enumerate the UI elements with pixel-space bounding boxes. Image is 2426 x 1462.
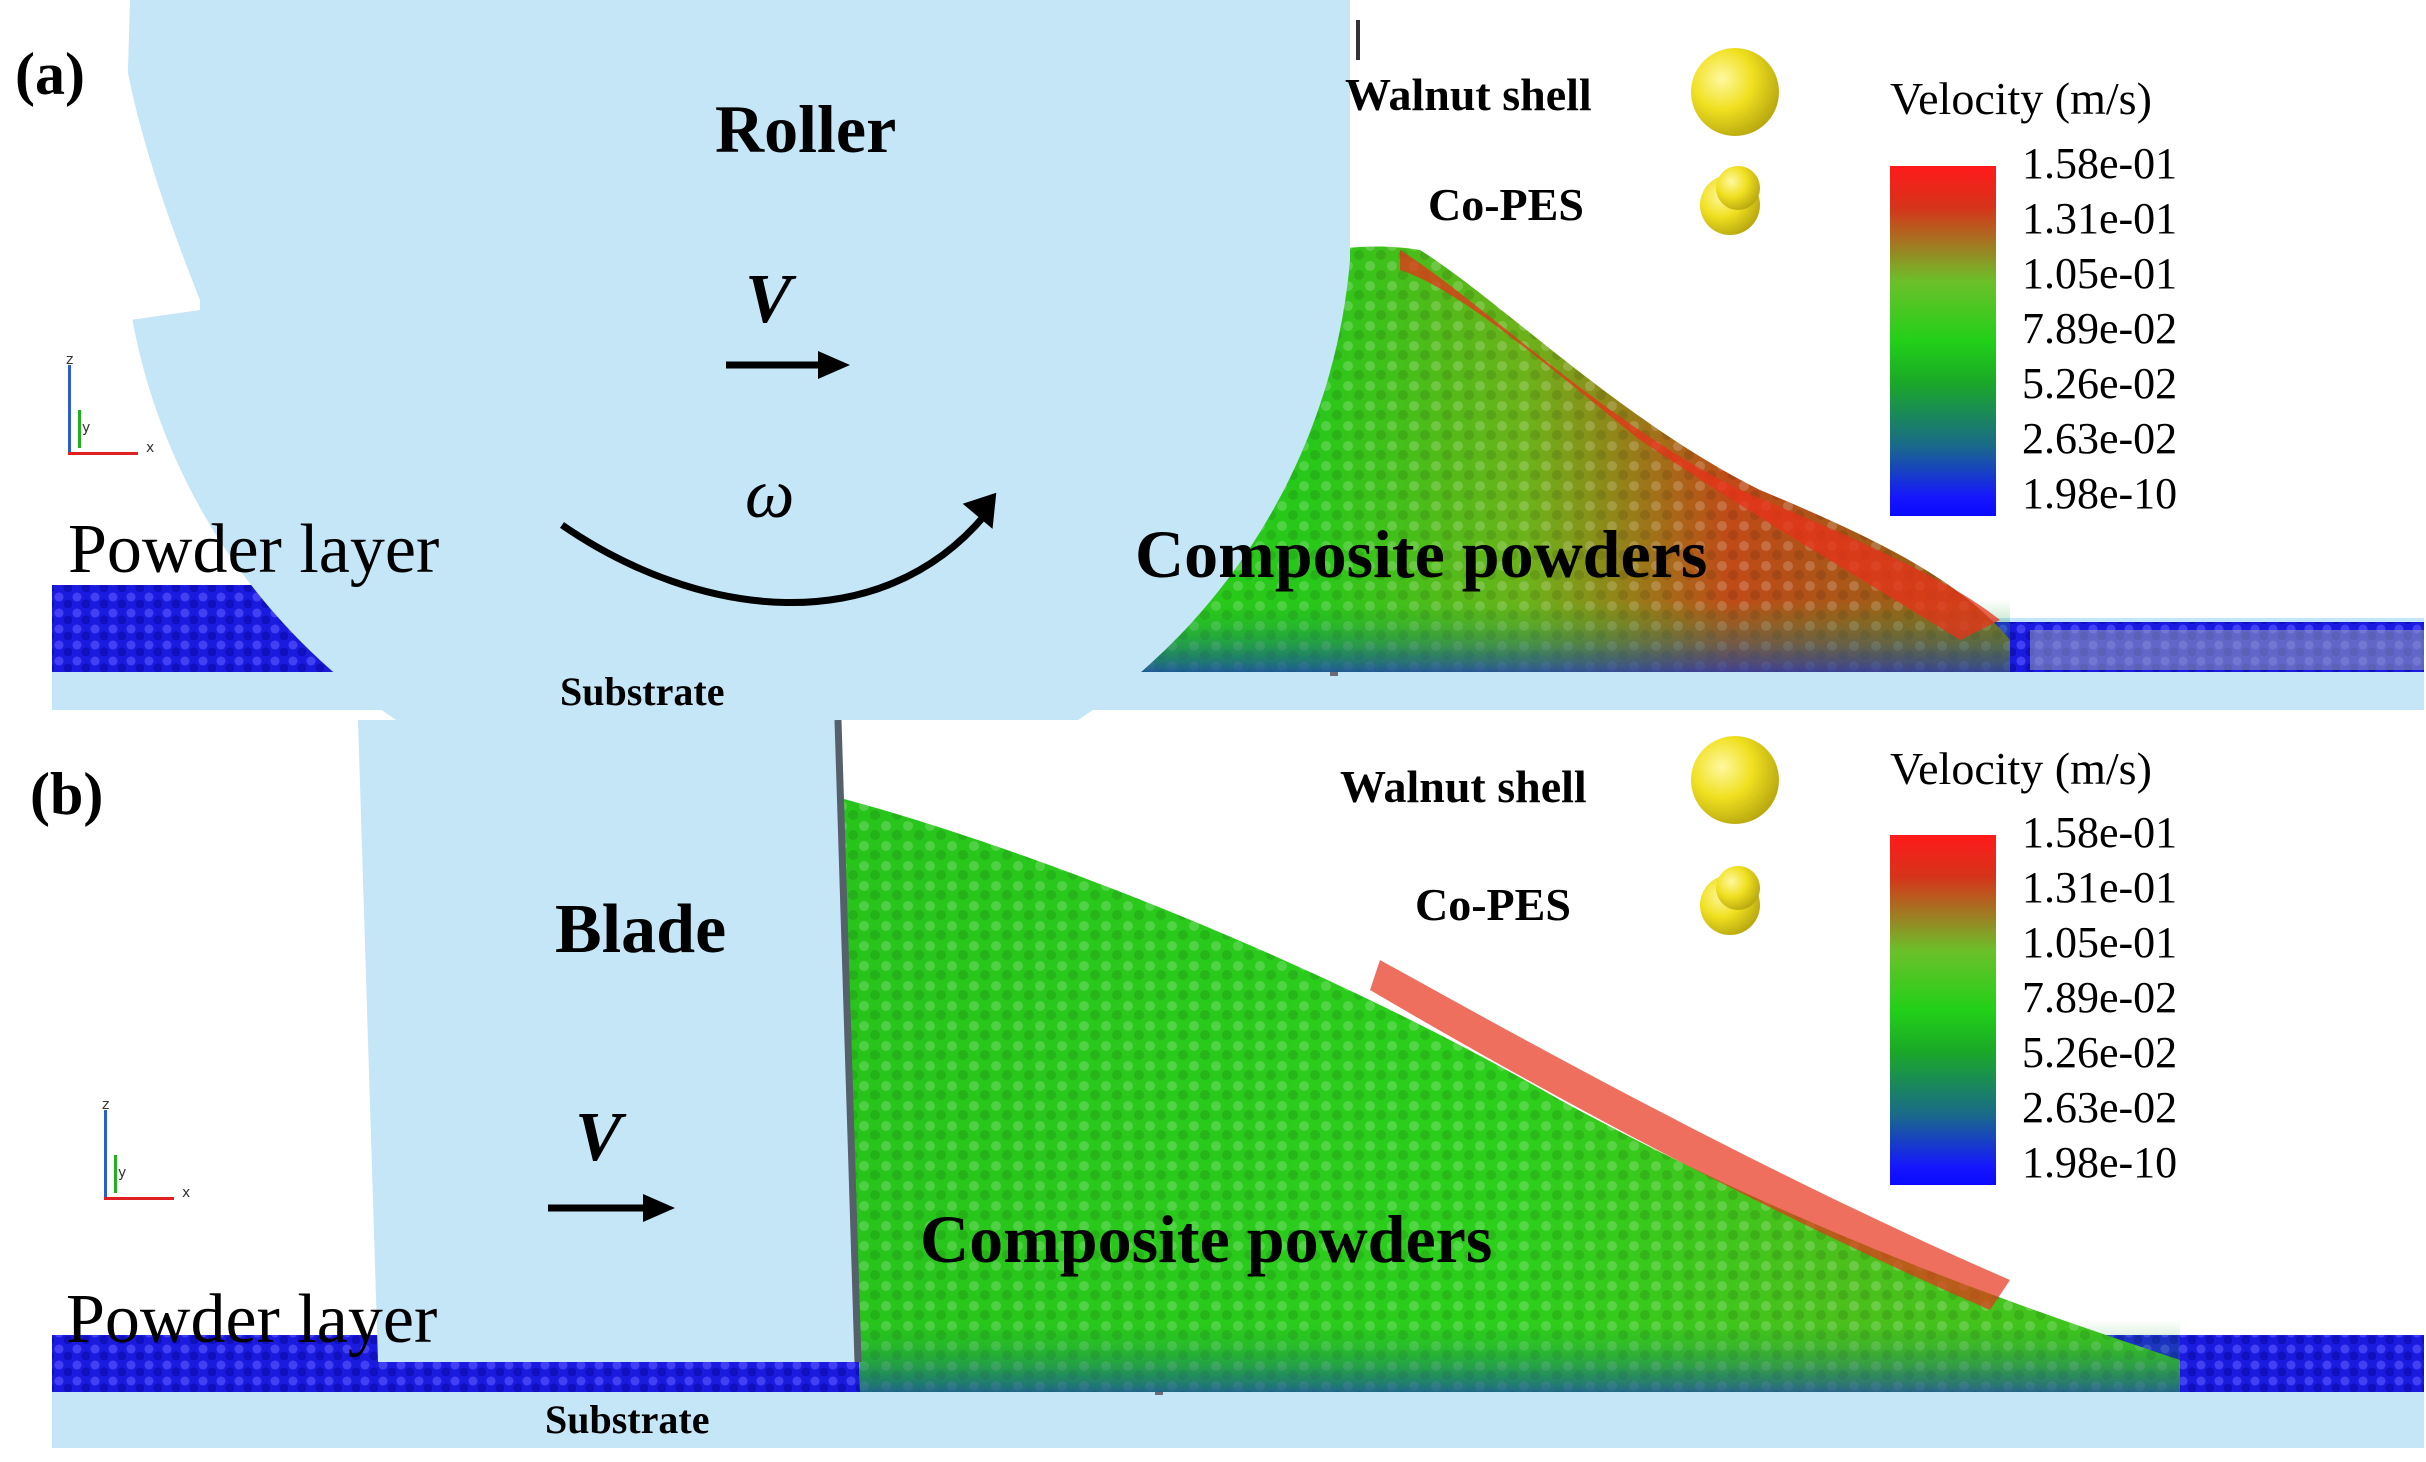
- panel-a-scene: [52, 0, 2424, 720]
- colorbar-tick-a: 2.63e-02: [2022, 414, 2178, 463]
- walnut-shell-label-a: Walnut shell: [1345, 69, 1592, 120]
- roller-label: Roller: [715, 91, 897, 167]
- x-axis-label: x: [146, 440, 155, 456]
- rotation-arrow-a: [560, 512, 988, 607]
- colorbar-title-b: Velocity (m/s): [1890, 743, 2152, 794]
- colorbar-tick-a: 1.31e-01: [2022, 194, 2178, 243]
- substrate-label-a: Substrate: [560, 669, 725, 714]
- z-axis-line: [104, 1110, 107, 1200]
- colorbar-tick-b: 2.63e-02: [2022, 1083, 2178, 1132]
- walnut-shell-sphere-icon: [1691, 736, 1779, 824]
- y-axis-line: [78, 410, 81, 448]
- colorbar-tick-b: 7.89e-02: [2022, 973, 2178, 1022]
- blade-label: Blade: [555, 891, 727, 968]
- substrate-b: [52, 1392, 2424, 1448]
- powder-layer-label-b: Powder layer: [66, 1281, 438, 1358]
- panel-a: z y x (a) Roller V ω Powder layer Compos…: [0, 0, 2426, 720]
- substrate-label-b: Substrate: [545, 1397, 710, 1442]
- velocity-symbol-b: V: [575, 1099, 622, 1176]
- z-axis-label: z: [102, 1097, 110, 1113]
- colorbar-title-a: Velocity (m/s): [1890, 73, 2152, 124]
- co-pes-label-a: Co-PES: [1428, 179, 1584, 230]
- y-axis-label: y: [82, 420, 91, 436]
- colorbar-tick-a: 1.98e-10: [2022, 469, 2178, 518]
- colorbar-tick-b: 1.31e-01: [2022, 863, 2178, 912]
- panel-label-a: (a): [15, 41, 85, 107]
- x-axis-line: [104, 1197, 174, 1200]
- colorbar-tick-a: 1.58e-01: [2022, 139, 2178, 188]
- roller: [123, 0, 1350, 720]
- walnut-shell-label-b: Walnut shell: [1340, 761, 1587, 812]
- y-axis-line: [114, 1155, 117, 1193]
- angular-velocity-symbol: ω: [745, 456, 795, 533]
- panel-b: z y x (b) Blade V Powder layer Composite…: [0, 720, 2426, 1462]
- panel-label-b: (b): [30, 761, 104, 827]
- blade: [358, 720, 858, 1362]
- colorbar-tick-a: 1.05e-01: [2022, 249, 2178, 298]
- composite-powders-label-b: Composite powders: [920, 1201, 1493, 1277]
- x-axis-line: [68, 452, 138, 455]
- powder-layer-label-a: Powder layer: [68, 511, 440, 588]
- z-axis-label: z: [66, 352, 74, 368]
- colorbar-gradient-b: [1890, 835, 1996, 1185]
- colorbar-gradient-a: [1890, 166, 1996, 516]
- y-axis-label: y: [118, 1165, 127, 1181]
- co-pes-label-b: Co-PES: [1415, 879, 1571, 930]
- colorbar-tick-b: 5.26e-02: [2022, 1028, 2178, 1077]
- colorbar-tick-b: 1.05e-01: [2022, 918, 2178, 967]
- colorbar-tick-b: 1.58e-01: [2022, 808, 2178, 857]
- composite-powders-label-a: Composite powders: [1135, 516, 1708, 592]
- colorbar-tick-b: 1.98e-10: [2022, 1138, 2178, 1187]
- panel-b-scene: [52, 720, 2424, 1448]
- colorbar-tick-a: 7.89e-02: [2022, 304, 2178, 353]
- walnut-shell-sphere-icon: [1691, 48, 1779, 136]
- velocity-symbol-a: V: [745, 261, 792, 338]
- z-axis-line: [68, 365, 71, 455]
- x-axis-label: x: [182, 1185, 191, 1201]
- colorbar-tick-a: 5.26e-02: [2022, 359, 2178, 408]
